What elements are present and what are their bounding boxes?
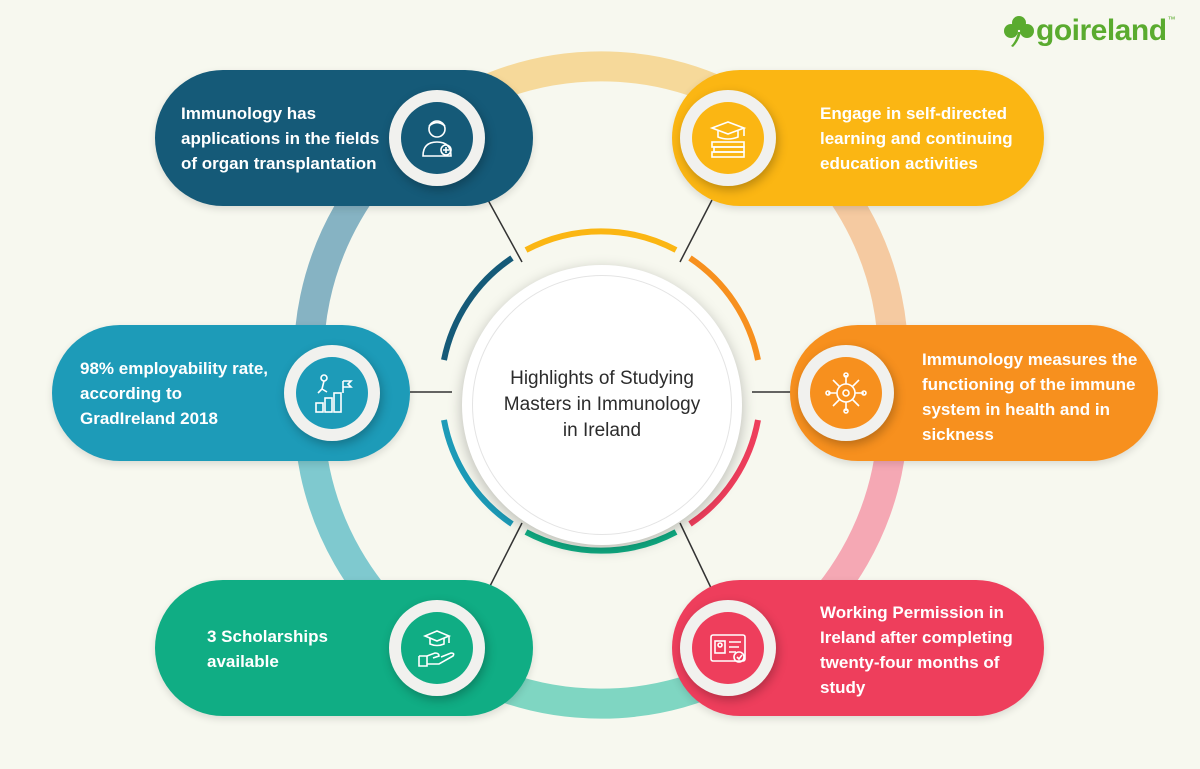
- highlight-scholarships: 3 Scholarships available: [155, 580, 533, 716]
- highlight-text: Engage in self-directed learning and con…: [820, 104, 1013, 173]
- id-card-icon: [710, 634, 746, 663]
- highlight-working-permission: Working Permission in Ireland after comp…: [672, 580, 1044, 716]
- highlight-immune-system: Immunology measures the functioning of t…: [790, 325, 1158, 461]
- inner-arc-top: [524, 228, 678, 253]
- goireland-logo: goireland ™: [1002, 14, 1176, 48]
- highlight-self-directed-learning: Engage in self-directed learning and con…: [672, 70, 1044, 206]
- icon-badge: [389, 90, 485, 186]
- icon-badge: [284, 345, 380, 441]
- highlight-text: Working Permission in Ireland after comp…: [820, 603, 1013, 697]
- highlight-text: 98% employability rate, according to Gra…: [80, 359, 269, 428]
- inner-arc-bottom-left: [441, 419, 514, 527]
- highlight-organ-transplantation: Immunology has applications in the field…: [155, 70, 533, 206]
- shamrock-icon: [1004, 16, 1034, 47]
- virus-icon: [825, 372, 867, 414]
- icon-badge: [798, 345, 894, 441]
- spoke-top-left: [487, 199, 523, 263]
- highlight-text: 3 Scholarships available: [207, 627, 328, 671]
- icon-badge: [680, 90, 776, 186]
- inner-arc-bottom-right: [688, 419, 761, 527]
- doctor-icon: [422, 120, 452, 157]
- inner-arc-top-right: [688, 255, 761, 361]
- logo-text: goireland: [1036, 14, 1167, 47]
- spoke-bottom-left: [487, 522, 523, 591]
- highlight-text: Immunology has applications in the field…: [181, 104, 380, 173]
- icon-badge: [389, 600, 485, 696]
- scholarship-hand-icon: [418, 630, 455, 667]
- inner-arc-bottom: [524, 529, 678, 554]
- icon-badge: [680, 600, 776, 696]
- spoke-top-right: [679, 199, 713, 263]
- inner-arc-top-left: [441, 255, 514, 361]
- career-growth-icon: [315, 374, 353, 413]
- center-title: Highlights of Studying Masters in Immuno…: [503, 368, 701, 441]
- highlight-employability-rate: 98% employability rate, according to Gra…: [52, 325, 410, 461]
- graduation-books-icon: [709, 121, 747, 158]
- center-circle: Highlights of Studying Masters in Immuno…: [462, 265, 742, 545]
- highlight-text: Immunology measures the functioning of t…: [922, 350, 1138, 444]
- spoke-bottom-right: [679, 522, 713, 591]
- logo-trademark: ™: [1167, 14, 1176, 24]
- ring-segment-top: [470, 51, 732, 108]
